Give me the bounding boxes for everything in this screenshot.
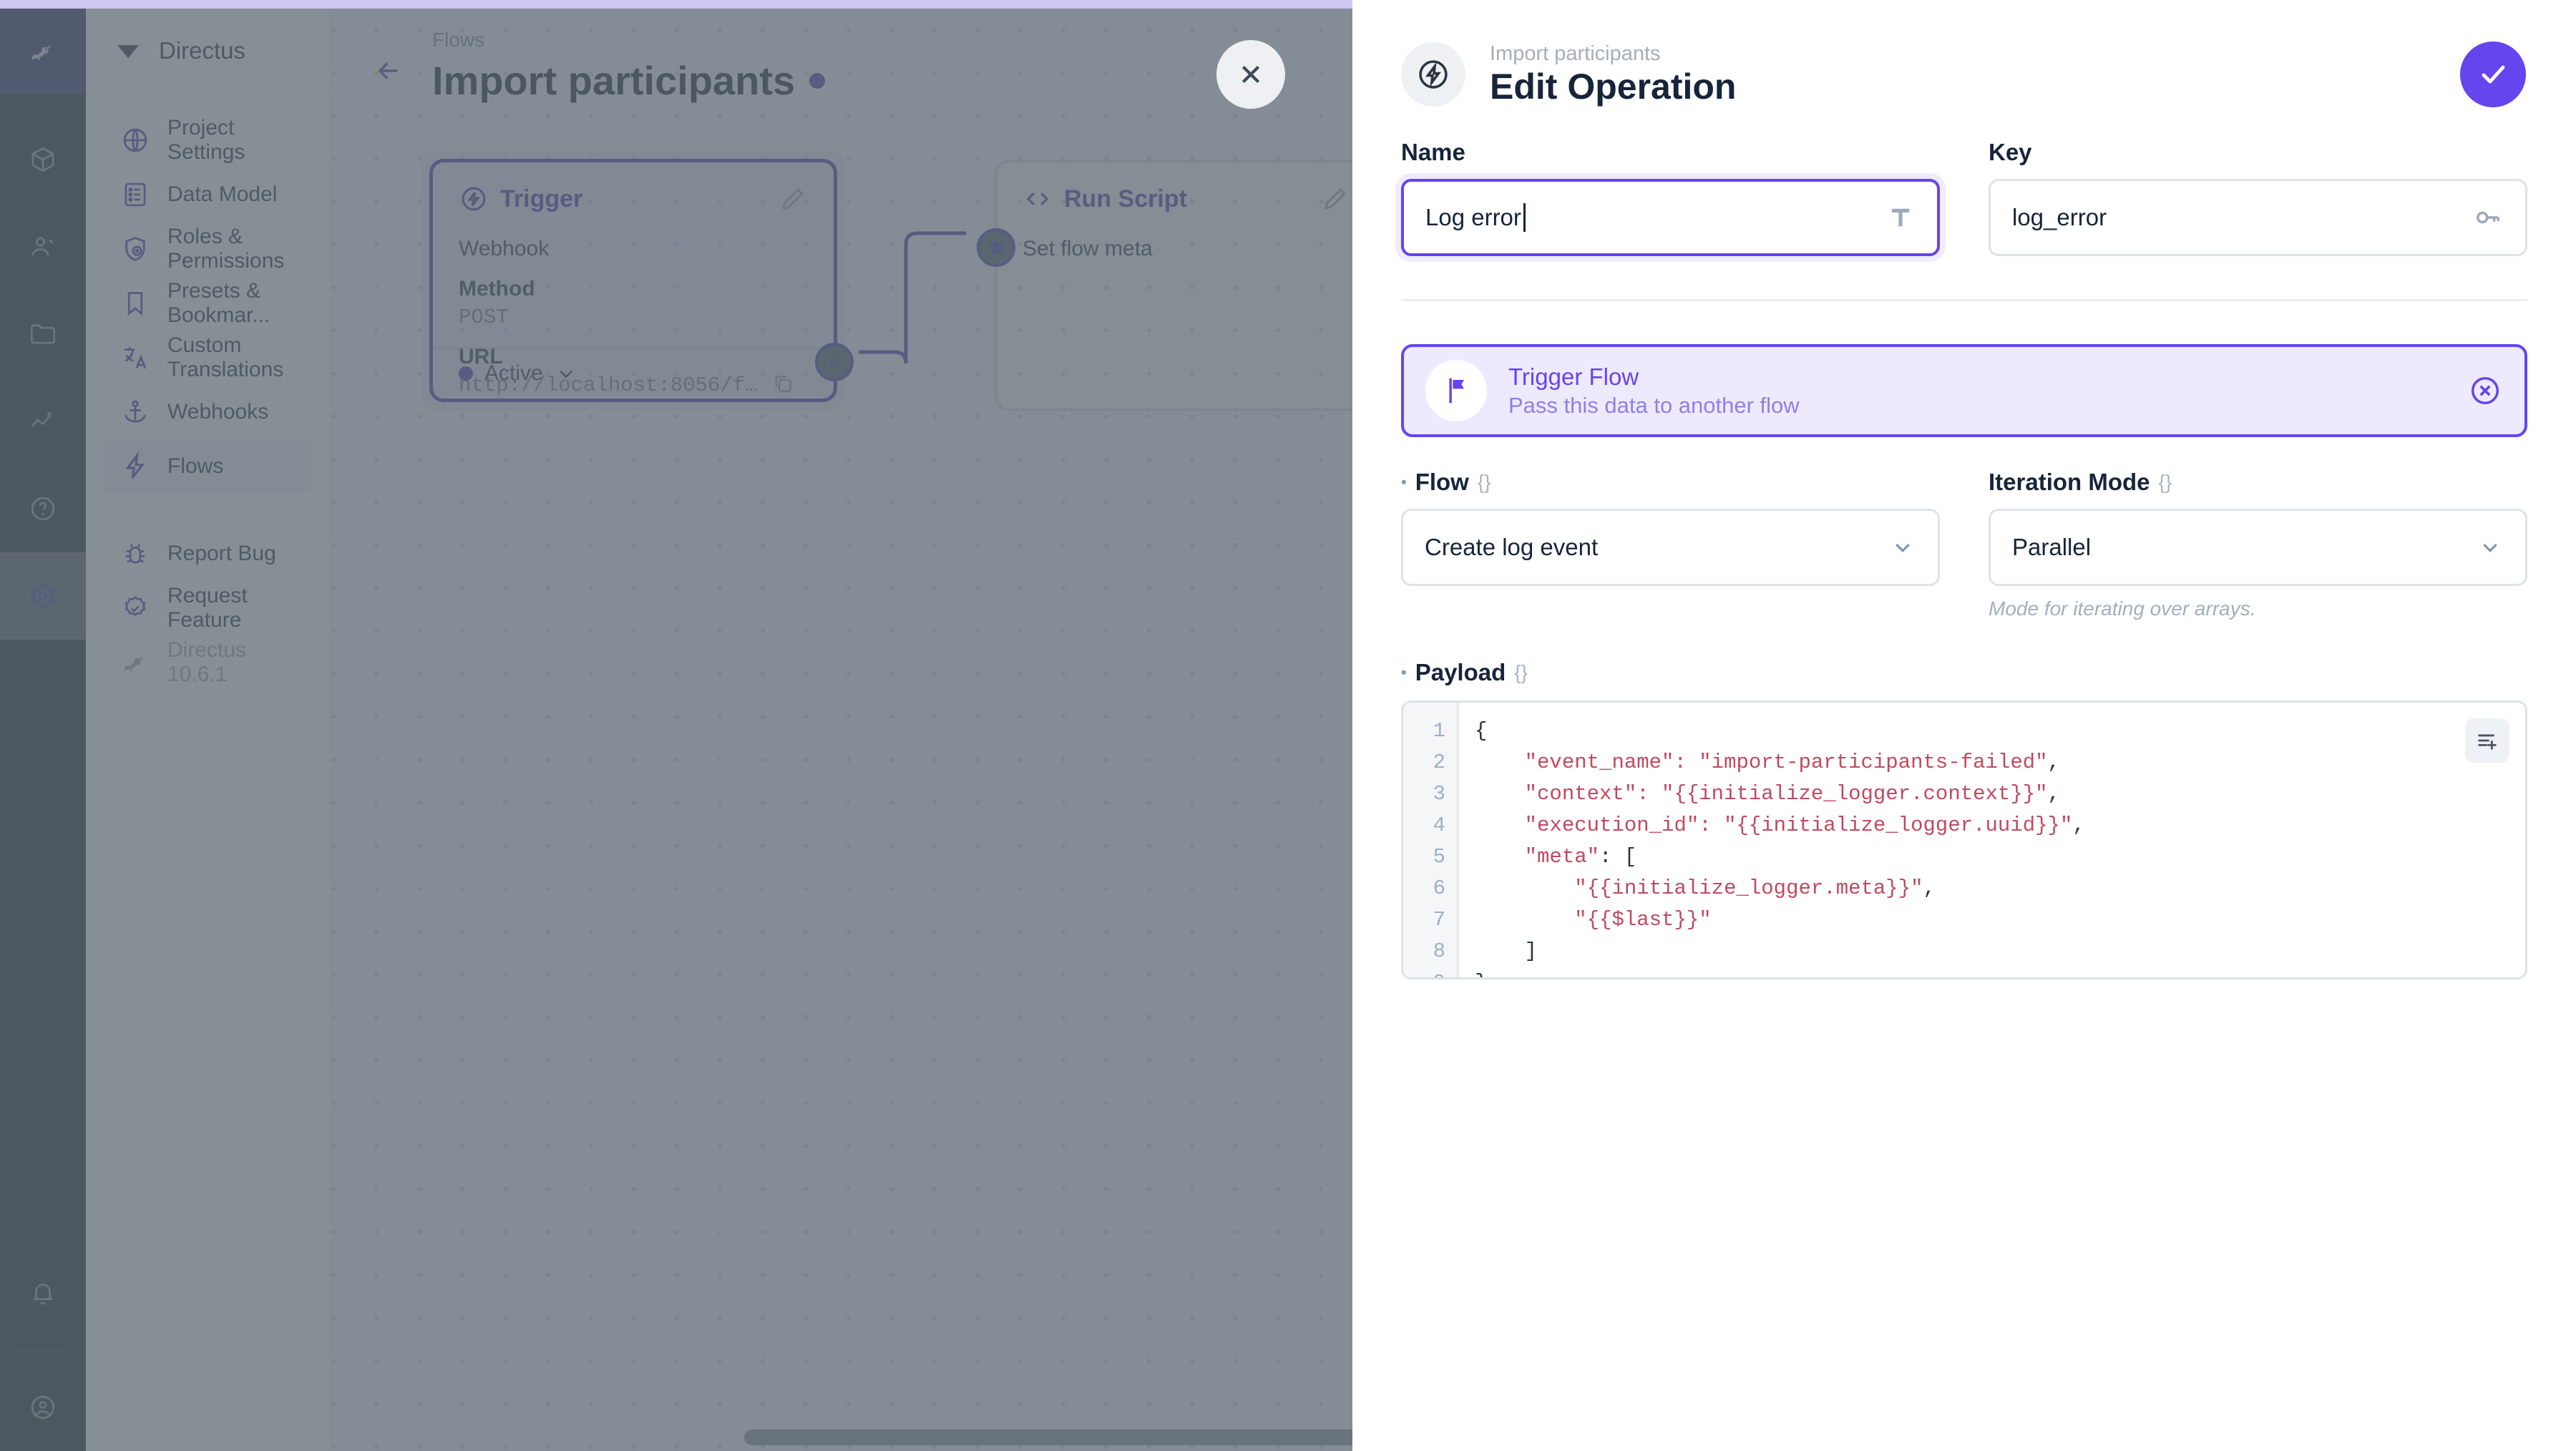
editor-line-number: 2 [1433, 751, 1445, 775]
editor-code-line: "meta": [ [1524, 845, 1637, 869]
drawer-header: Import participants Edit Operation [1352, 0, 2576, 107]
payload-field-group: • Payload {} 1 2 3 4 5 6 7 8 9 { "event_name": "… [1401, 659, 2527, 980]
format-list-add-icon [2478, 734, 2497, 751]
editor-line-number: 4 [1433, 814, 1445, 838]
operation-type-icon-wrap [1425, 360, 1487, 422]
required-marker: • [1401, 663, 1407, 682]
drawer-title: Edit Operation [1490, 66, 1737, 107]
editor-line-number: 3 [1433, 782, 1445, 806]
key-field-label: Key [1989, 139, 2032, 166]
editor-code-line: { [1475, 719, 1488, 743]
save-operation-button[interactable] [2460, 41, 2526, 107]
payload-label-text: Payload [1415, 659, 1506, 686]
close-circle-icon[interactable] [2467, 373, 2503, 409]
flow-select-value: Create log event [1425, 534, 1599, 561]
operation-type-text: Trigger Flow Pass this data to another f… [1508, 362, 2446, 419]
braces-indicator: {} [2158, 471, 2172, 494]
code-string: "{{initialize_logger.meta}}" [1574, 876, 1923, 901]
format-code-button[interactable] [2465, 718, 2509, 763]
operation-type-title: Trigger Flow [1508, 363, 1639, 391]
editor-code-line: ] [1475, 939, 1538, 964]
editor-code-line: "{{$last}}" [1475, 904, 2525, 936]
editor-line-numbers: 1 2 3 4 5 6 7 8 9 [1403, 703, 1459, 978]
name-field-group: Name Log error [1401, 139, 1940, 257]
iteration-field-label: Iteration Mode {} [1989, 469, 2527, 496]
key-input[interactable]: log_error [1989, 179, 2527, 257]
chevron-down-icon [1896, 544, 1910, 553]
iteration-hint: Mode for iterating over arrays. [1989, 597, 2256, 620]
modal-dim-overlay[interactable] [0, 9, 1352, 1451]
close-icon [1241, 65, 1260, 84]
editor-line-number: 6 [1433, 876, 1445, 901]
braces-indicator: {} [1514, 661, 1528, 684]
edit-operation-drawer: Import participants Edit Operation Name … [1352, 0, 2576, 1451]
editor-line-number: 5 [1433, 845, 1445, 869]
chevron-down-icon [2483, 544, 2497, 553]
name-input[interactable]: Log error [1401, 179, 1940, 257]
editor-code-area[interactable]: { "event_name": "import-participants-fai… [1459, 703, 2525, 977]
iteration-select[interactable]: Parallel [1989, 509, 2527, 587]
key-icon[interactable] [2471, 201, 2504, 234]
iteration-label-text: Iteration Mode [1989, 469, 2150, 496]
close-drawer-button[interactable] [1216, 40, 1285, 109]
code-string: "execution_id": "{{initialize_logger.uui… [1524, 814, 2073, 838]
code-string: "context": "{{initialize_logger.context}… [1524, 782, 2048, 806]
key-field-group: Key log_error [1989, 139, 2527, 257]
iteration-select-value: Parallel [2012, 534, 2092, 561]
editor-code-line: "context": "{{initialize_logger.context}… [1524, 782, 2060, 806]
flow-select[interactable]: Create log event [1401, 509, 1940, 587]
braces-indicator: {} [1477, 471, 1491, 494]
operation-type-subtitle: Pass this data to another flow [1508, 392, 1800, 418]
editor-code-line: "{{initialize_logger.meta}}", [1574, 876, 1936, 901]
operation-type-tile[interactable]: Trigger Flow Pass this data to another f… [1401, 344, 2527, 438]
name-key-row: Name Log error Key log_error [1401, 139, 2527, 257]
drawer-breadcrumb: Import participants [1490, 42, 1661, 65]
check-icon [2482, 65, 2505, 84]
top-accent-strip [0, 0, 1352, 9]
editor-line-number: 1 [1433, 719, 1445, 743]
code-string: "event_name": "import-participants-faile… [1524, 751, 2048, 775]
payload-code-editor[interactable]: 1 2 3 4 5 6 7 8 9 { "event_name": "import-partic… [1401, 700, 2527, 980]
form-divider [1401, 299, 2527, 302]
flow-field-group: • Flow {} Create log event [1401, 469, 1940, 620]
name-input-value-wrap: Log error [1425, 203, 1526, 233]
text-caret [1523, 203, 1526, 233]
name-field-label: Name [1401, 139, 1465, 166]
code-string: "meta" [1524, 845, 1600, 869]
drawer-header-text: Import participants Edit Operation [1490, 41, 1736, 107]
flow-iteration-row: • Flow {} Create log event Iteration Mod… [1401, 469, 2527, 620]
operation-type-icon-badge [1401, 42, 1465, 107]
flow-label-text: Flow [1415, 469, 1469, 496]
required-marker: • [1401, 473, 1407, 492]
operation-options-form: • Flow {} Create log event Iteration Mod… [1352, 437, 2576, 980]
operation-form: Name Log error Key log_error [1352, 107, 2576, 257]
payload-field-label: • Payload {} [1401, 659, 2527, 686]
editor-line-number: 7 [1433, 908, 1445, 932]
key-input-value: log_error [2012, 204, 2107, 231]
flag-icon [1449, 378, 1465, 404]
name-input-value: Log error [1425, 204, 1521, 231]
editor-line-number: 9 [1403, 967, 1457, 977]
editor-line-number: 8 [1433, 939, 1445, 964]
flash-circle-icon [1419, 60, 1448, 89]
editor-code-line: "event_name": "import-participants-faile… [1524, 751, 2060, 775]
flow-field-label: • Flow {} [1401, 469, 1940, 496]
iteration-field-group: Iteration Mode {} Parallel Mode for iter… [1989, 469, 2527, 620]
editor-code-line: } [1475, 967, 2525, 977]
code-string: "{{$last}}" [1574, 908, 1712, 932]
editor-code-line: "execution_id": "{{initialize_logger.uui… [1524, 814, 2085, 838]
text-format-icon[interactable] [1885, 202, 1916, 233]
